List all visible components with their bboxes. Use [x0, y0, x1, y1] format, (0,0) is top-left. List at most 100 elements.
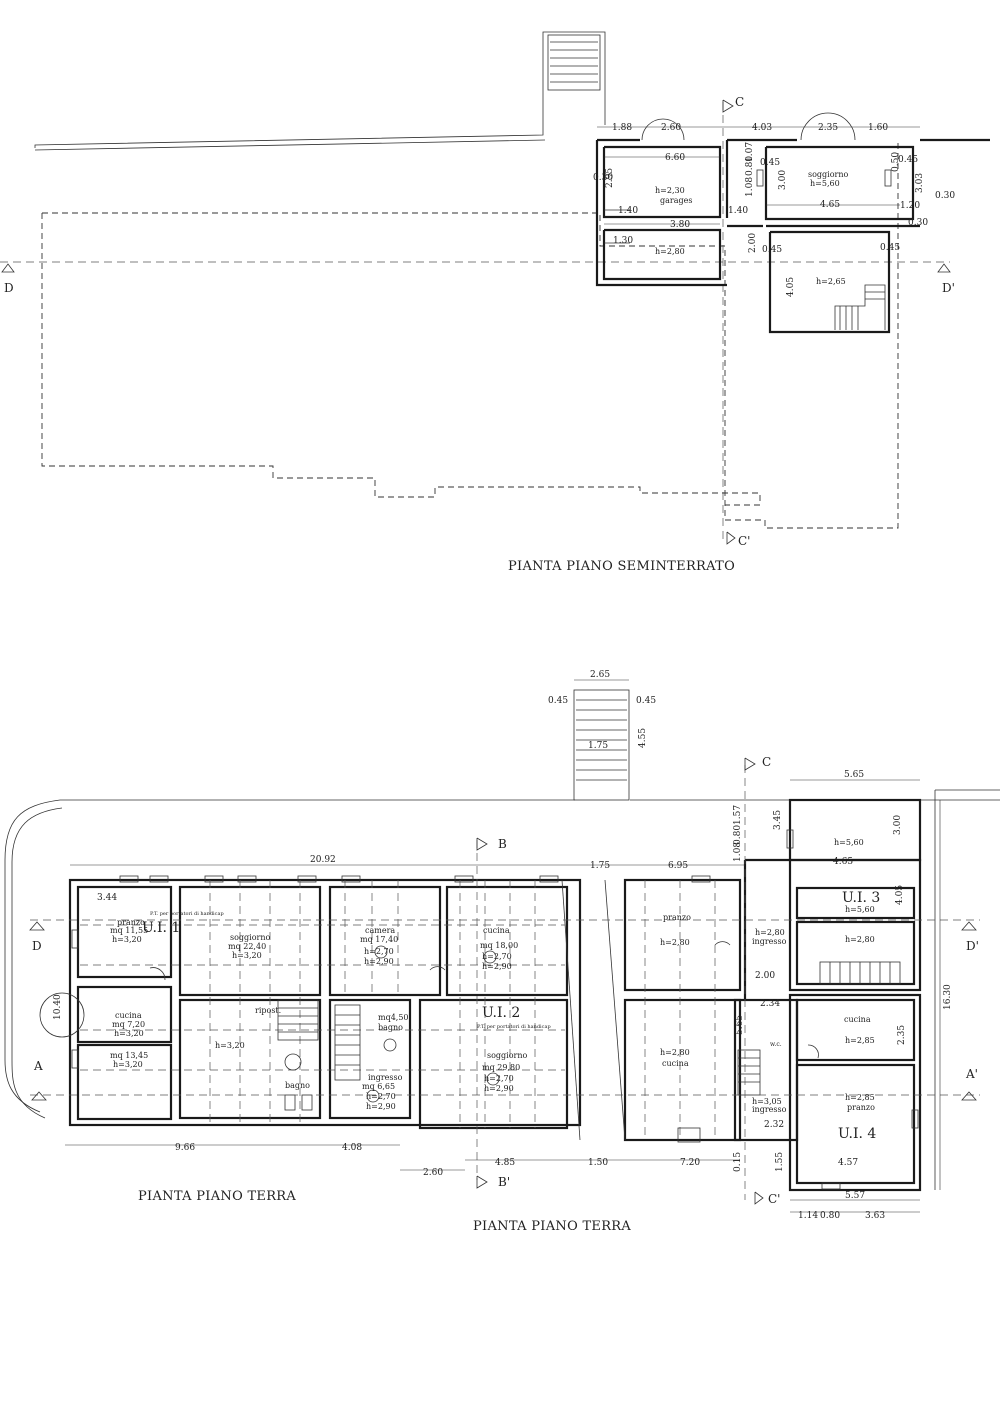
cellar-stair — [834, 284, 886, 330]
room-height: h=2,80 — [845, 935, 875, 944]
windows — [71, 829, 919, 1190]
dim-label: 1.88 — [612, 123, 632, 133]
section-marker-c-ground: C — [744, 755, 771, 771]
dim-label: 1.55 — [775, 1152, 785, 1172]
room-height: h=2,85 — [845, 1093, 875, 1102]
window-icon — [204, 875, 224, 883]
section-marker-b-prime: B' — [476, 1175, 510, 1189]
room-height: h=3,20 — [114, 1029, 144, 1038]
dim-label: 0.30 — [908, 218, 928, 228]
dim-label: 3.44 — [97, 893, 117, 903]
title-basement: PIANTA PIANO SEMINTERRATO — [508, 559, 735, 574]
room-name: ingresso — [368, 1073, 403, 1082]
svg-text:D: D — [4, 281, 14, 295]
shower-icon — [284, 1053, 302, 1071]
dim-label: 0.80 — [733, 825, 743, 845]
ground-floor-outline-dashed — [42, 140, 899, 529]
basement-walls — [595, 138, 990, 334]
room-name: soggiorno — [487, 1051, 528, 1060]
room-height: h=3,20 — [215, 1041, 245, 1050]
section-marker-d: D — [1, 263, 15, 295]
title-ground-right: PIANTA PIANO TERRA — [473, 1219, 631, 1234]
dim-label: 3.00 — [893, 815, 903, 835]
room-height: h=2,90 — [364, 957, 394, 966]
room-name: cucina — [662, 1059, 689, 1068]
section-circle-icon — [366, 1089, 380, 1103]
section-marker-b: B — [476, 837, 507, 851]
room-height: h=5,60 — [810, 179, 840, 188]
room-height: h=2,90 — [366, 1102, 396, 1111]
window-icon — [677, 1127, 701, 1143]
dim-label: 0.45 — [898, 155, 918, 165]
window-icon — [341, 875, 361, 883]
svg-text:A: A — [33, 1059, 43, 1073]
window-icon — [237, 875, 257, 883]
dim-label: 5.65 — [844, 770, 864, 780]
bidet-icon — [284, 1094, 296, 1111]
room-height: h=2,70 — [366, 1092, 396, 1101]
window-icon — [786, 829, 794, 849]
external-stair-basement — [547, 34, 601, 91]
svg-text:D: D — [32, 939, 42, 953]
dim-label: 0.80 — [820, 1211, 840, 1221]
dim-label: 0.30 — [593, 173, 613, 183]
dim-label: 1.07 — [745, 142, 755, 162]
window-icon — [454, 875, 474, 883]
section-marker-a: A — [31, 1059, 47, 1101]
window-icon — [821, 1182, 841, 1190]
window-icon — [297, 875, 317, 883]
room-height: h=2,80 — [660, 1048, 690, 1057]
room-height: h=3,20 — [112, 935, 142, 944]
room-height: h=2,80 — [755, 928, 785, 937]
window-icon — [911, 1109, 919, 1129]
dim-label: 4.85 — [495, 1158, 515, 1168]
room-area: mq4,50 — [378, 1013, 409, 1022]
room-height: h=5,60 — [834, 838, 864, 847]
window-icon — [691, 875, 711, 883]
svg-text:B: B — [498, 837, 507, 851]
section-marker-a-prime: A' — [961, 1067, 978, 1101]
room-name: cucina — [483, 926, 510, 935]
unit-label-ui1: U.I. 1 — [142, 920, 180, 936]
title-ground-left: PIANTA PIANO TERRA — [138, 1189, 296, 1204]
window-icon — [884, 169, 892, 187]
dim-label: 4.05 — [786, 277, 796, 297]
dim-label: 4.05 — [895, 885, 905, 905]
dim-label: 1.75 — [588, 741, 608, 751]
dim-label: 3.03 — [915, 173, 925, 193]
svg-text:D': D' — [966, 939, 979, 953]
dim-label: 4.03 — [752, 123, 772, 133]
room-height: h=2,70 — [364, 947, 394, 956]
section-marker-d-prime-ground: D' — [961, 921, 979, 953]
dim-label: 6.95 — [668, 861, 688, 871]
section-marker-d-prime: D' — [937, 263, 955, 295]
svg-text:C': C' — [768, 1192, 780, 1206]
window-icon — [149, 875, 169, 883]
section-circle-icon — [486, 1072, 500, 1086]
room-name: w.c. — [770, 1041, 782, 1048]
arch-opening-2 — [800, 112, 856, 141]
dim-label: 6.60 — [665, 153, 685, 163]
room-name: bagno — [378, 1023, 403, 1032]
dim-label: 2.00 — [748, 233, 758, 253]
dim-label: 4.08 — [342, 1143, 362, 1153]
dim-label: 2.35 — [818, 123, 838, 133]
door-swing-icon — [714, 941, 731, 946]
dim-label: 16.30 — [943, 984, 953, 1010]
dim-label: 0.15 — [733, 1152, 743, 1172]
roof-beams-dashed — [80, 880, 716, 1140]
section-marker-c: C — [722, 95, 744, 113]
door-swing-icon — [807, 1044, 819, 1059]
window-icon — [71, 929, 79, 949]
room-name: ripost. — [255, 1006, 281, 1015]
dim-label: 1.75 — [590, 861, 610, 871]
dim-label: 4.65 — [833, 857, 853, 867]
svg-text:C: C — [735, 95, 744, 109]
dim-label: 1.08 — [745, 177, 755, 197]
dim-label: 7.20 — [680, 1158, 700, 1168]
dim-label: 4.65 — [820, 200, 840, 210]
dim-label: 0.80 — [745, 156, 755, 176]
dim-label: 2.95 — [605, 168, 615, 188]
room-area: mq 13,45 — [110, 1051, 148, 1060]
